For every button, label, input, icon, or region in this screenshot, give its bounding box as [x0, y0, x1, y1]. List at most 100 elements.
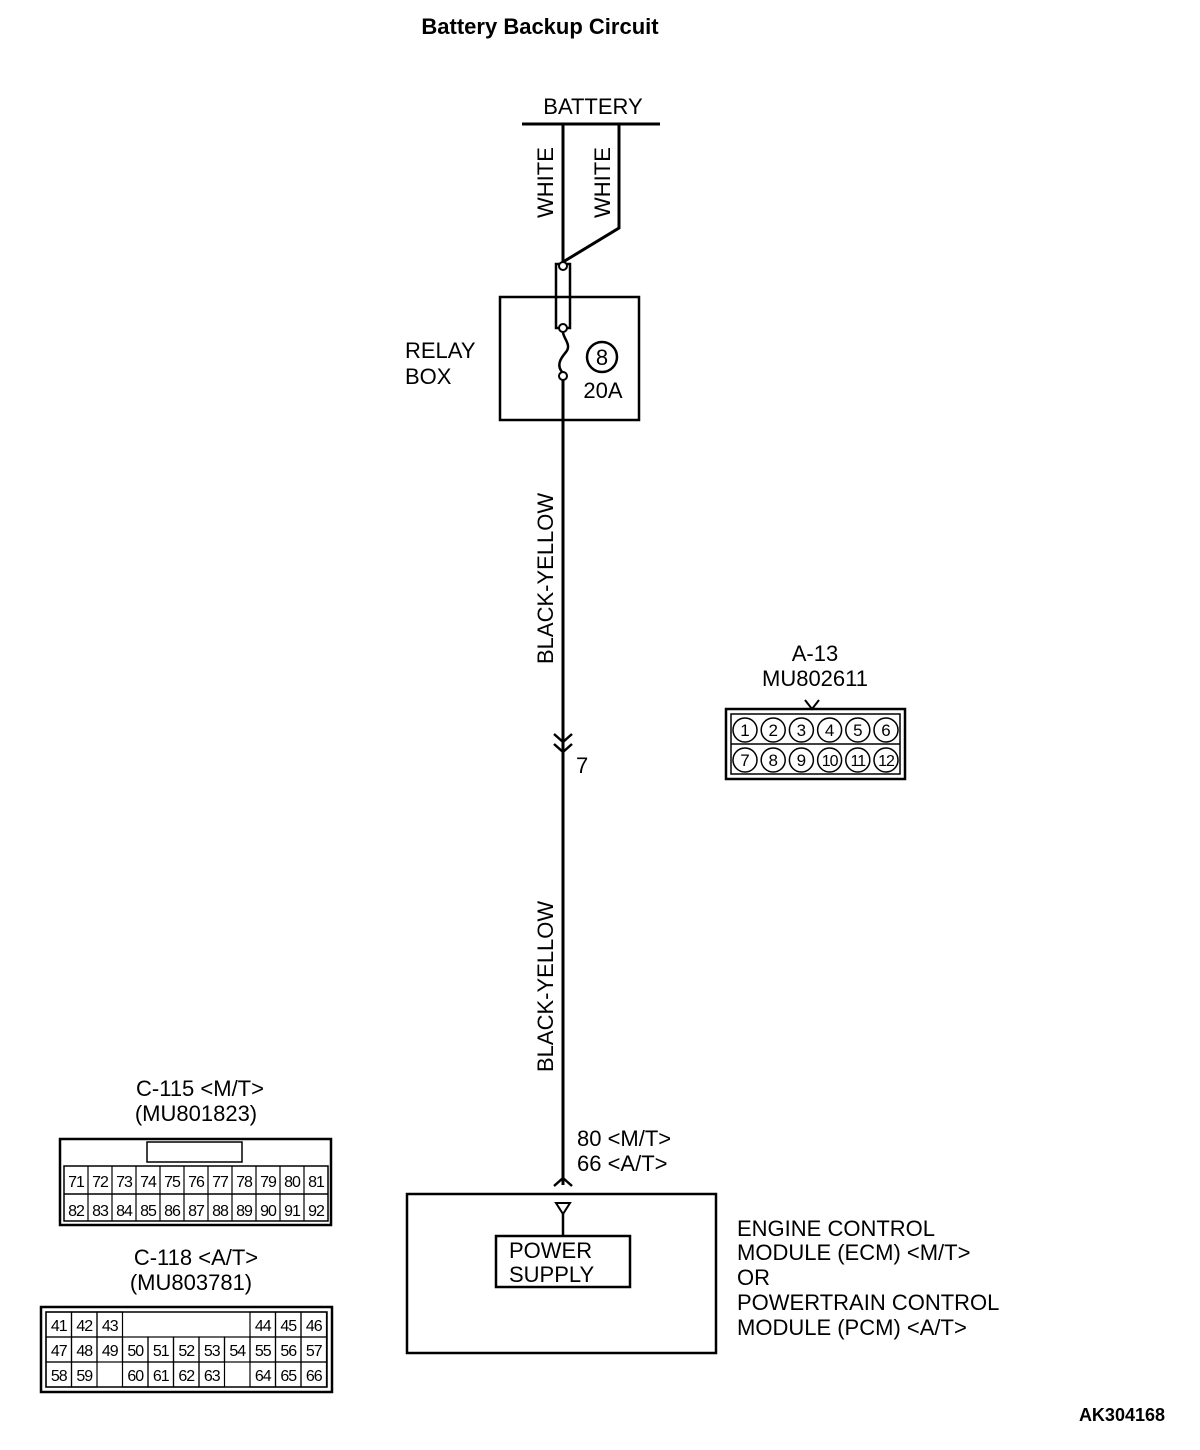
module-description-line: MODULE (ECM) <M/T> — [737, 1240, 970, 1265]
connector-pin: 52 — [178, 1343, 195, 1360]
connector-pin: 5 — [853, 721, 862, 740]
connector-c118-part: (MU803781) — [130, 1270, 252, 1295]
pin-circle — [760, 717, 786, 743]
pin-circle — [760, 747, 786, 773]
wire-color-lower: BLACK-YELLOW — [533, 901, 558, 1072]
connector-pin: 45 — [280, 1318, 297, 1335]
wire-color-white-left: WHITE — [533, 147, 558, 218]
control-module: POWER SUPPLY — [405, 1192, 718, 1355]
connector-c118-name: C-118 <A/T> — [134, 1245, 258, 1270]
connector-pin: 65 — [280, 1368, 297, 1385]
power-supply-block — [494, 1234, 632, 1289]
relay-box-label-line2: BOX — [405, 364, 452, 389]
connector-pin: 72 — [92, 1174, 109, 1191]
connector-pin: 89 — [236, 1203, 253, 1220]
module-description-line: ENGINE CONTROL — [737, 1216, 935, 1241]
connector-pin: 91 — [284, 1203, 301, 1220]
connector-pin: 75 — [164, 1174, 181, 1191]
connector-pin: 10 — [822, 753, 839, 770]
connector-pin: 51 — [153, 1343, 170, 1360]
fuse-number-circle — [585, 340, 619, 374]
connector-pin: 12 — [878, 753, 895, 770]
connector-pin: 82 — [68, 1203, 85, 1220]
connector-pin: 9 — [797, 751, 806, 770]
connector-pin: 43 — [102, 1318, 119, 1335]
connector-pin: 8 — [768, 751, 777, 770]
connector-pin: 78 — [236, 1174, 253, 1191]
connector-pin: 64 — [255, 1368, 272, 1385]
battery-terminal: BATTERY — [522, 94, 660, 126]
pin-circle — [732, 747, 758, 773]
module-description-line: POWERTRAIN CONTROL — [737, 1290, 999, 1315]
connector-pin: 1 — [740, 721, 749, 740]
module-pin-mt: 80 <M/T> — [577, 1126, 671, 1151]
wire-color-upper: BLACK-YELLOW — [533, 493, 558, 664]
connector-pin: 7 — [740, 751, 749, 770]
power-supply-label-line1: POWER — [509, 1238, 592, 1263]
relay-box-label-line1: RELAY — [405, 338, 476, 363]
diagram-title: Battery Backup Circuit — [421, 14, 659, 39]
connector-pin: 87 — [188, 1203, 205, 1220]
connector-pin: 85 — [140, 1203, 157, 1220]
power-supply-label-line2: SUPPLY — [509, 1262, 595, 1287]
connector-pin: 6 — [881, 721, 890, 740]
connector-pin: 90 — [260, 1203, 277, 1220]
pin-cell — [70, 1361, 98, 1388]
relay-box: RELAY BOX 8 20A — [405, 295, 641, 422]
connector-pin: 2 — [768, 721, 777, 740]
module-description-line: OR — [737, 1265, 770, 1290]
connector-pin: 66 — [306, 1368, 323, 1385]
junction-pin-number: 7 — [576, 753, 588, 778]
connector-pin: 46 — [306, 1318, 323, 1335]
module-pin-at: 66 <A/T> — [577, 1151, 668, 1176]
connector-c115-name: C-115 <M/T> — [136, 1076, 264, 1101]
connector-pin: 59 — [76, 1368, 93, 1385]
connector-pin: 81 — [308, 1174, 325, 1191]
black-yellow-wire: BLACK-YELLOW BLACK-YELLOW — [533, 380, 565, 1185]
pin-circle — [873, 717, 899, 743]
wire-color-white-right: WHITE — [590, 147, 615, 218]
connector-pin: 71 — [68, 1174, 85, 1191]
connector-pin: 44 — [255, 1318, 272, 1335]
connector-pin: 4 — [825, 721, 834, 740]
connector-pin: 11 — [850, 753, 866, 770]
pin-circle — [845, 747, 871, 773]
connector-pin: 88 — [212, 1203, 229, 1220]
connector-pin: 77 — [212, 1174, 229, 1191]
connector-pin: 92 — [308, 1203, 325, 1220]
connector-pin: 83 — [92, 1203, 109, 1220]
connector-pin: 54 — [229, 1343, 246, 1360]
pin-circle — [788, 717, 815, 743]
connector-pin: 47 — [51, 1343, 68, 1360]
connector-pin: 62 — [178, 1368, 195, 1385]
figure-id: AK304168 — [1079, 1405, 1165, 1425]
connector-pin: 73 — [116, 1174, 133, 1191]
pin-cell — [198, 1361, 226, 1388]
connector-a13-name: A-13 — [792, 641, 838, 666]
connector-pin: 41 — [51, 1318, 68, 1335]
connector-pin: 86 — [164, 1203, 181, 1220]
connector-pin: 63 — [204, 1368, 221, 1385]
pin-circle — [816, 747, 843, 773]
battery-label: BATTERY — [543, 94, 643, 119]
pin-circle — [816, 717, 843, 743]
connector-pin: 61 — [153, 1368, 170, 1385]
connector-pin: 58 — [51, 1368, 68, 1385]
pin-circle — [845, 717, 871, 743]
connector-pin: 53 — [204, 1343, 221, 1360]
connector-pin: 50 — [127, 1343, 144, 1360]
connector-c115-part: (MU801823) — [135, 1101, 257, 1126]
connector-pin: 48 — [76, 1343, 93, 1360]
connector-pin: 42 — [76, 1318, 93, 1335]
connector-pin: 79 — [260, 1174, 277, 1191]
connector-pin: 57 — [306, 1343, 323, 1360]
pin-circle — [732, 717, 758, 743]
connector-pin: 60 — [127, 1368, 144, 1385]
white-wires: WHITE WHITE — [533, 124, 621, 264]
module-description-line: MODULE (PCM) <A/T> — [737, 1315, 967, 1340]
pin-circle — [873, 747, 899, 773]
pin-cell — [300, 1361, 328, 1388]
